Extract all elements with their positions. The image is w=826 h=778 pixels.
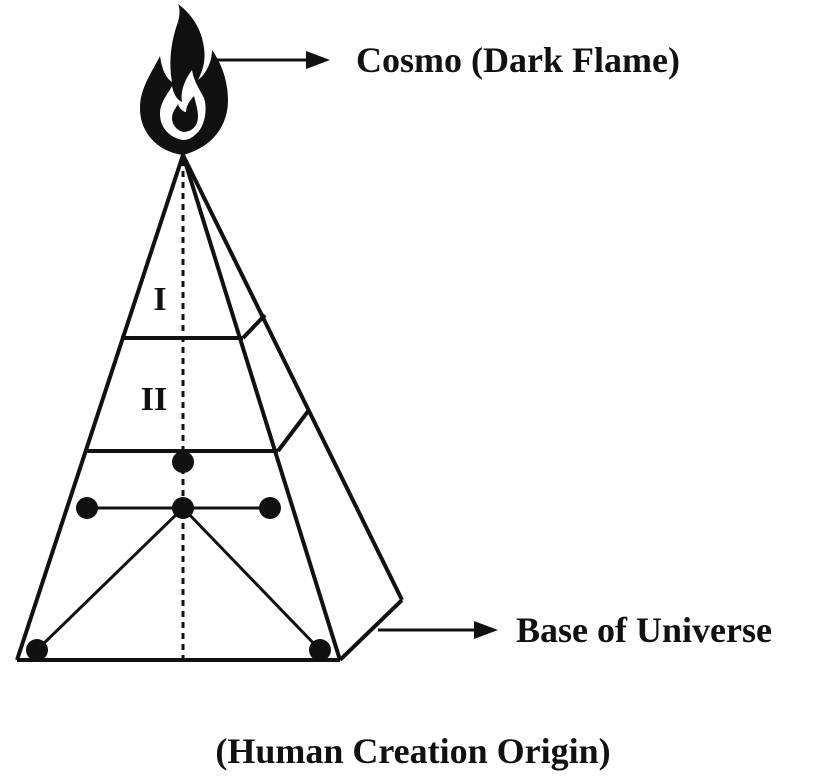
base-label: Base of Universe [516,610,772,650]
flame-label: Cosmo (Dark Flame) [356,40,680,80]
pyramid-edges [15,154,404,662]
flame-icon [140,4,228,155]
level-1-label: I [153,281,166,318]
divider-1-side [241,313,267,340]
node-right [259,497,281,519]
left-edge [15,154,185,661]
diagonal-link-left [35,506,185,652]
node-network [26,451,331,661]
node-center [172,497,194,519]
node-left [76,497,98,519]
flame-arrow [216,51,330,69]
level-2-label: II [141,381,167,418]
node-base-right [309,639,331,661]
caption: (Human Creation Origin) [215,731,610,771]
front-right-edge [181,154,342,661]
level-dividers [84,313,311,453]
diagonal-link-right [181,506,322,652]
back-right-edge [181,154,404,601]
base-arrow [378,621,498,639]
divider-2-side [276,408,311,453]
node-top [172,451,194,473]
node-base-left [26,639,48,661]
base-side-edge [338,598,404,662]
